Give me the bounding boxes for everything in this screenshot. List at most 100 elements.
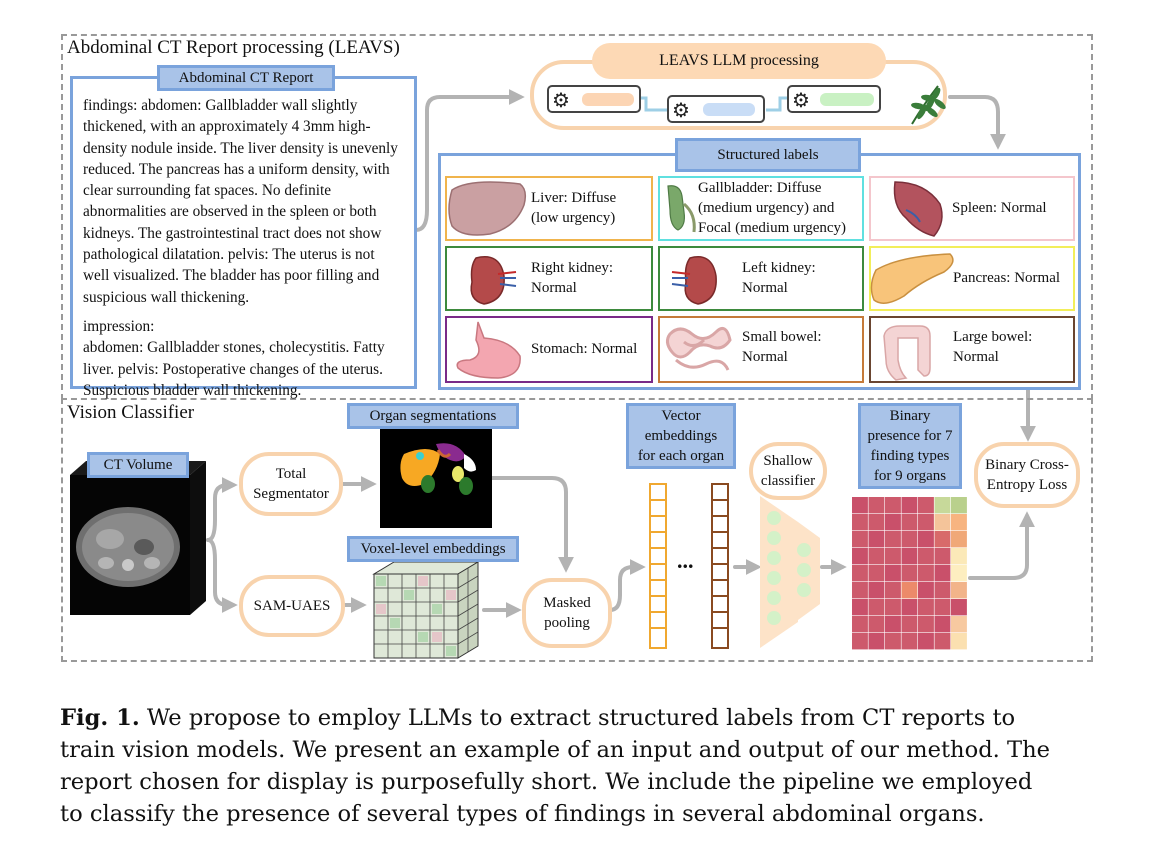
leavs-section-title: Abdominal CT Report processing (LEAVS): [67, 37, 404, 59]
organ-text: Focal (medium urgency): [698, 220, 847, 236]
gear-icon: ⚙: [672, 100, 690, 122]
caption-label: Fig. 1.: [60, 705, 140, 731]
heatmap-cell: [934, 497, 951, 514]
heatmap-cell: [918, 582, 934, 599]
node-text: classifier: [760, 473, 816, 489]
caption-line: train vision models. We present an examp…: [60, 737, 1051, 763]
voxel-embeddings-label: Voxel-level embeddings: [347, 536, 519, 562]
heatmap-cell: [901, 565, 918, 582]
gallbladder-icon: [667, 185, 685, 231]
organ-text: Gallbladder: Diffuse: [698, 180, 822, 196]
liver-icon: [448, 181, 527, 236]
heatmap-cell: [901, 599, 918, 616]
node-text: Total: [275, 466, 307, 482]
organ-text: Small bowel:: [742, 329, 822, 345]
heatmap-cell: [885, 565, 901, 582]
node-text: for each organ: [637, 448, 725, 464]
findings-line: well visualized. The bladder has poor fi…: [83, 267, 380, 285]
heatmap-cell: [885, 531, 901, 548]
gear-icon: ⚙: [552, 90, 570, 112]
organ-segmentations-label: Organ segmentations: [347, 403, 519, 429]
heatmap-cell: [901, 582, 918, 599]
heatmap-cell: [934, 633, 951, 650]
vector-embeddings-label: Vector embeddings for each organ: [626, 403, 736, 469]
vector-ellipsis: ...: [677, 548, 694, 573]
node-text: Shallow: [763, 453, 813, 469]
arrow-report-to-llm: [414, 89, 525, 232]
node-text: embeddings: [644, 428, 718, 444]
organ-text: Normal: [742, 280, 788, 296]
heatmap-cell: [885, 582, 901, 599]
heatmap-cell: [868, 531, 885, 548]
heatmap-cell: [868, 497, 885, 514]
organ-label-pancreas: Pancreas: Normal: [953, 268, 1060, 288]
heatmap-cell: [852, 531, 868, 548]
organ-label-gallbladder: Gallbladder: Diffuse (medium urgency) an…: [698, 178, 846, 238]
organ-text: Normal: [953, 349, 999, 365]
heatmap-cell: [934, 514, 951, 531]
organ-label-right-kidney: Right kidney: Normal: [531, 258, 613, 298]
node-text: Vector: [661, 408, 701, 424]
leavs-section-border: [61, 34, 1093, 400]
llm-pipeline-graphic: ⚙ ⚙ ⚙: [547, 85, 946, 125]
brown-vector: [711, 483, 729, 649]
brown-vector-cells: [712, 499, 728, 629]
orange-vector-cells: [650, 499, 666, 629]
findings-line: density nodule inside. The liver density…: [83, 139, 398, 157]
organ-label-spleen: Spleen: Normal: [952, 198, 1047, 218]
sam-uaes-node: SAM-UAES: [239, 575, 345, 637]
node-text: Segmentator: [253, 486, 329, 502]
binary-presence-label: Binary presence for 7 finding types for …: [858, 403, 962, 489]
gear-icon: ⚙: [792, 90, 810, 112]
arrow-heatmap-to-bce: [968, 511, 1035, 580]
heatmap-cell: [951, 514, 967, 531]
report-findings: findings: abdomen: Gallbladder wall slig…: [83, 95, 406, 308]
impression-line: liver. pelvis: Postoperative changes of …: [83, 360, 383, 378]
heatmap-cell: [868, 599, 885, 616]
heatmap-cell: [852, 582, 868, 599]
heatmap-cell: [934, 599, 951, 616]
organ-text: (medium urgency) and: [698, 200, 835, 216]
heatmap-cell: [868, 548, 885, 565]
impression-line: impression:: [83, 317, 155, 335]
heatmap-cell: [934, 582, 951, 599]
node-text: Masked: [543, 595, 591, 611]
findings-line: reduced. The pancreas has a uniform dens…: [83, 160, 390, 178]
heatmap-cell: [934, 616, 951, 633]
caption-line: We propose to employ LLMs to extract str…: [139, 705, 1016, 731]
report-label: Abdominal CT Report: [157, 65, 335, 91]
organ-label-liver: Liver: Diffuse (low urgency): [531, 188, 616, 228]
findings-line: suspicious wall thickening.: [83, 288, 250, 306]
findings-line: findings: abdomen: Gallbladder wall slig…: [83, 97, 358, 114]
heatmap-cell: [951, 582, 967, 599]
heatmap-cell: [852, 497, 868, 514]
shallow-classifier-graphic: [760, 496, 820, 648]
node-text: Binary Cross-: [985, 457, 1069, 473]
node-text: Entropy Loss: [986, 477, 1068, 493]
heatmap-cell: [951, 531, 967, 548]
large-bowel-icon: [883, 325, 931, 381]
organ-text: Right kidney:: [531, 260, 614, 276]
heatmap-cell: [885, 497, 901, 514]
heatmap-cell: [852, 633, 868, 650]
organ-segmentation-image: [380, 428, 492, 528]
organ-label-left-kidney: Left kidney: Normal: [742, 258, 816, 298]
caption-line: report chosen for display is purposefull…: [60, 769, 1033, 795]
heatmap-cell: [918, 633, 934, 650]
heatmap-cell: [901, 514, 918, 531]
heatmap-cell: [901, 531, 918, 548]
heatmap-cell: [868, 582, 885, 599]
heatmap-cell: [951, 633, 967, 650]
arrow-pooling-to-vectors: [608, 559, 646, 612]
findings-line: clear surrounding fat spaces. No definit…: [83, 182, 332, 200]
vision-section-title: Vision Classifier: [67, 402, 199, 424]
right-kidney-icon: [470, 256, 517, 305]
heatmap-cell: [868, 565, 885, 582]
node-text: Binary: [889, 408, 931, 424]
orange-vector: [649, 483, 667, 649]
heatmap-cell: [918, 548, 934, 565]
heatmap-cell: [901, 497, 918, 514]
heatmap-cell: [918, 565, 934, 582]
organ-text: Large bowel:: [953, 329, 1033, 345]
